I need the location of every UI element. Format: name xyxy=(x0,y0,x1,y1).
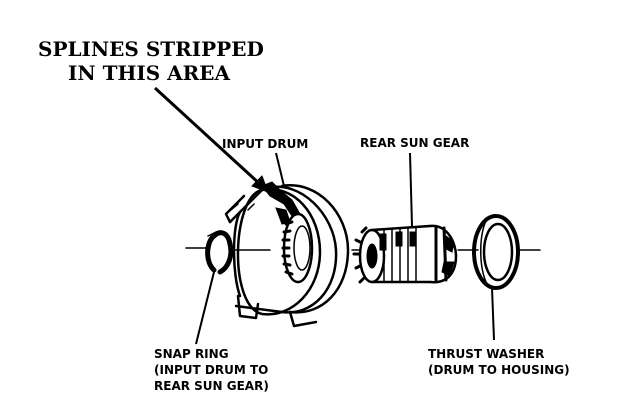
label-snap-ring-3: REAR SUN GEAR) xyxy=(154,379,269,393)
label-input-drum: INPUT DRUM xyxy=(222,137,308,151)
label-thrust-washer-2: (DRUM TO HOUSING) xyxy=(428,363,570,377)
callout-line-1: SPLINES STRIPPED xyxy=(38,37,264,61)
input-drum xyxy=(224,181,350,328)
leader-input-drum xyxy=(275,152,285,187)
rear-sun-gear xyxy=(352,224,458,284)
leader-snap-ring xyxy=(195,271,215,345)
label-snap-ring-1: SNAP RING xyxy=(154,347,229,361)
callout-line-2: IN THIS AREA xyxy=(68,61,231,85)
label-rear-sun-gear: REAR SUN GEAR xyxy=(360,136,469,150)
leader-thrust-washer xyxy=(491,287,495,341)
snap-ring xyxy=(205,230,234,275)
label-snap-ring-2: (INPUT DRUM TO xyxy=(154,363,268,377)
label-thrust-washer-1: THRUST WASHER xyxy=(428,347,544,361)
thrust-washer xyxy=(472,214,520,290)
leader-rear-sun-gear xyxy=(409,152,413,227)
